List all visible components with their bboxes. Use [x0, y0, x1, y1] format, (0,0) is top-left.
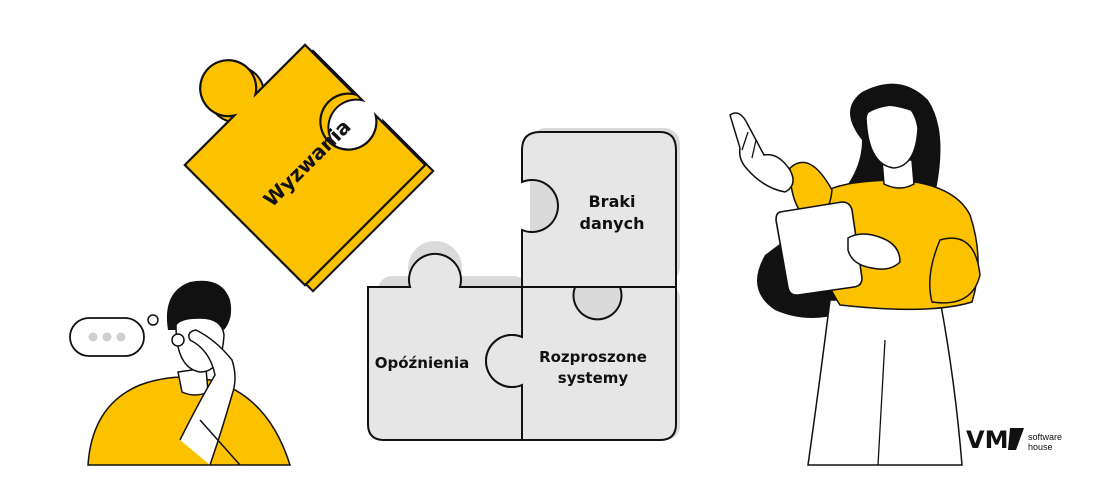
- danych-label: danych: [580, 214, 645, 233]
- logo-tagline-software: software: [1028, 432, 1062, 442]
- vm-logo-icon: VM software house: [966, 426, 1062, 454]
- speech-bubble-icon: [69, 314, 159, 357]
- systemy-label: systemy: [558, 369, 629, 387]
- braki-label: Braki: [588, 192, 635, 211]
- logo-mark: VM: [966, 426, 1008, 454]
- puzzle-piece-wyzwania: Wyzwania: [183, 43, 435, 293]
- logo-tagline-house: house: [1028, 442, 1053, 452]
- puzzle-piece-braki-danych: Braki danych: [521, 131, 677, 288]
- woman-with-tablet-figure: [729, 83, 981, 466]
- puzzle-piece-rozproszone-systemy: Rozproszone systemy: [485, 286, 677, 441]
- thinking-man-figure: [69, 280, 292, 466]
- rozproszone-label: Rozproszone: [539, 348, 647, 366]
- opoznienia-label: Opóźnienia: [375, 354, 469, 372]
- puzzle-grid: Braki danych Opóźnienia Rozproszone syst…: [367, 128, 680, 441]
- puzzle-piece-opoznienia: Opóźnienia: [367, 252, 523, 441]
